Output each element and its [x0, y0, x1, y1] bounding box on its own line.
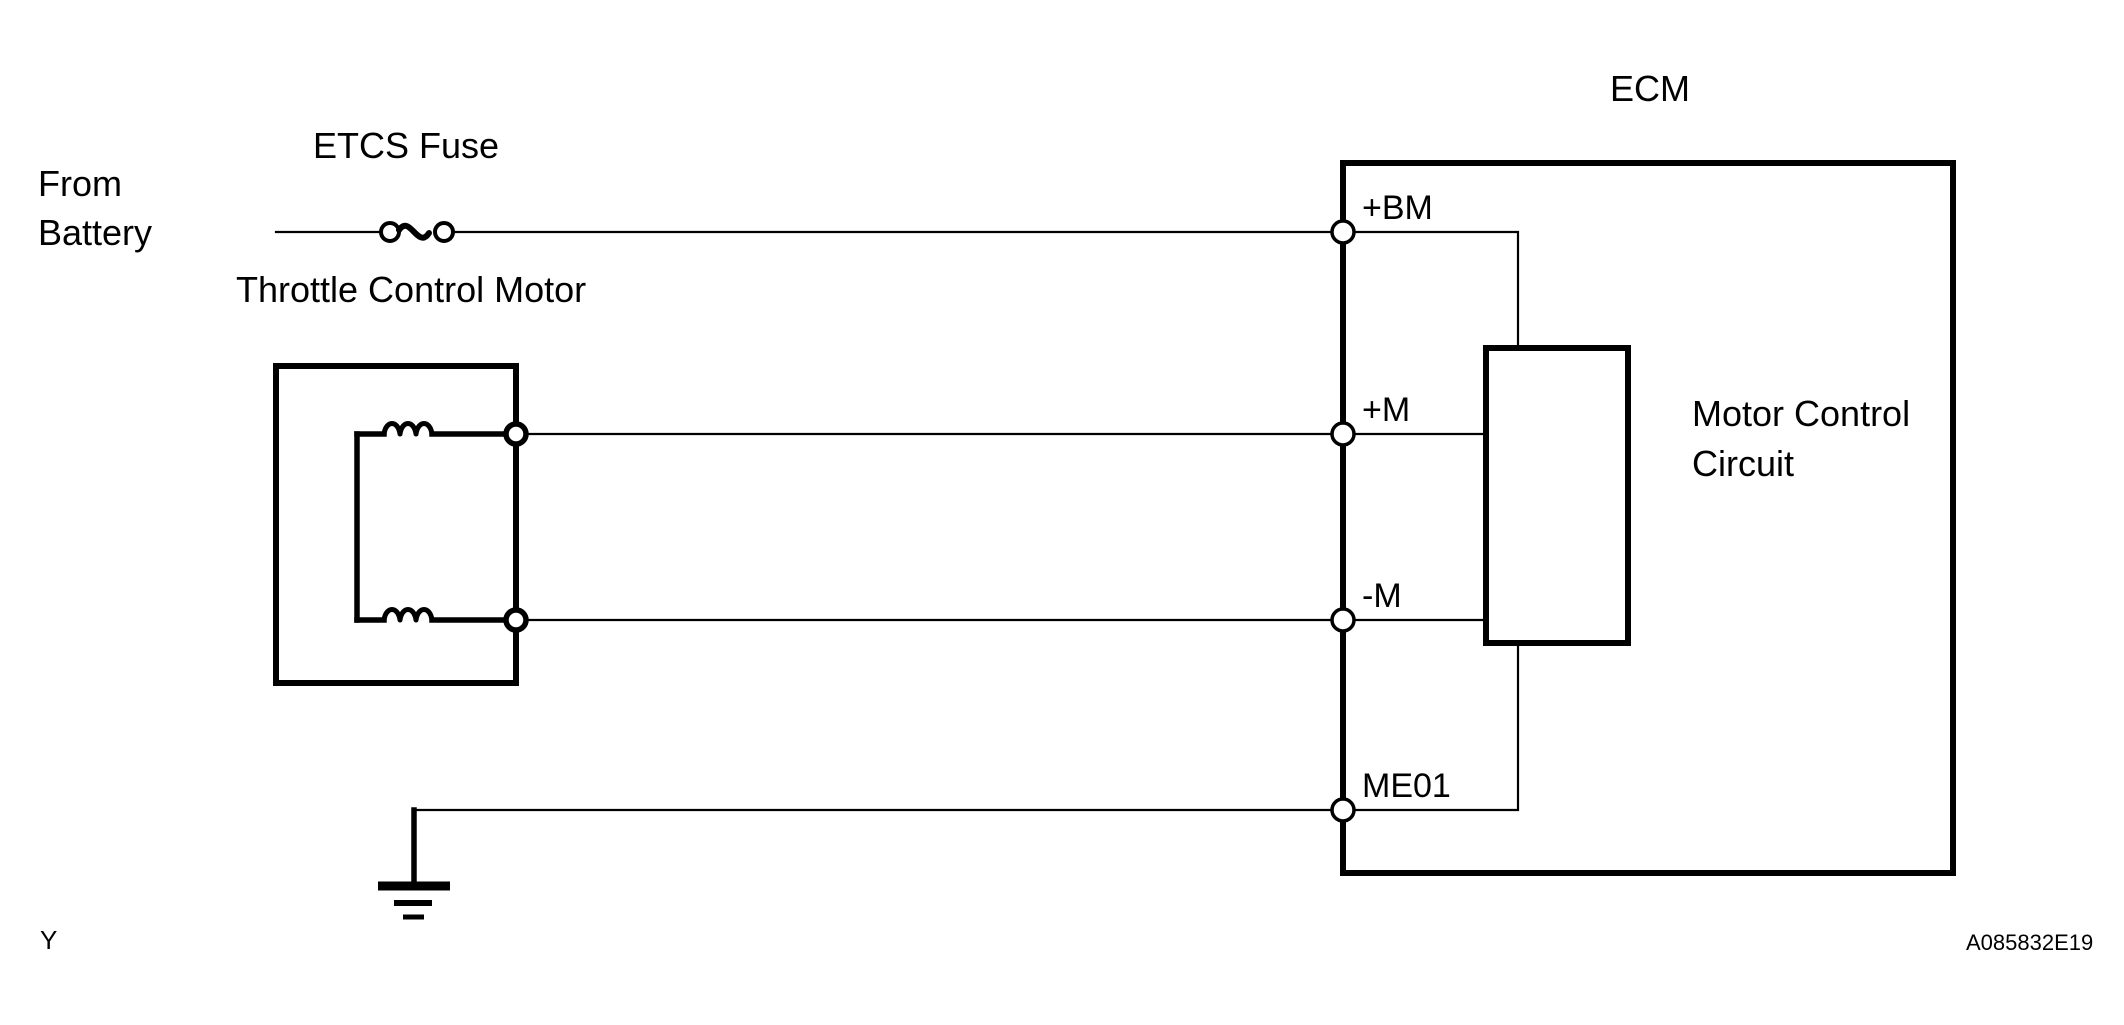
motor-control-circuit-label-line2: Circuit: [1692, 443, 1794, 484]
terminal-label-me01: ME01: [1362, 767, 1451, 805]
terminal-label-minus-m: -M: [1362, 577, 1402, 615]
from-battery-label-line1: From: [38, 163, 122, 204]
ecm-terminal-node-me01: [1330, 797, 1356, 823]
ecm-box: [1340, 160, 1956, 876]
ecm-internal-wire-bm: [1352, 230, 1520, 350]
motor-coil-bottom-icon: [381, 607, 435, 623]
ecm-title: ECM: [1610, 68, 1690, 109]
throttle-control-motor-label: Throttle Control Motor: [236, 269, 586, 310]
footer-left-code: Y: [40, 925, 57, 955]
motor-coil-top-icon: [381, 421, 435, 437]
terminal-label-plus-m: +M: [1362, 391, 1410, 429]
ground-symbol-icon: [378, 881, 450, 920]
ecm-internal-wire-me01: [1352, 641, 1520, 812]
from-battery-label-line2: Battery: [38, 212, 152, 253]
etcs-fuse-label: ETCS Fuse: [313, 125, 499, 166]
motor-terminal-node-minus-m: [503, 607, 529, 633]
etcs-fuse-icon: [379, 221, 455, 243]
ecm-terminal-node-minus-m: [1330, 607, 1356, 633]
motor-control-circuit-label-line1: Motor Control: [1692, 393, 1910, 434]
terminal-label-bm: +BM: [1362, 189, 1433, 227]
throttle-control-motor-box: [273, 363, 519, 686]
ecm-terminal-node-plus-m: [1330, 421, 1356, 447]
motor-terminal-node-plus-m: [503, 421, 529, 447]
footer-right-code: A085832E19: [1966, 930, 2093, 955]
ecm-terminal-node-bm: [1330, 219, 1356, 245]
motor-control-circuit-box: [1483, 345, 1631, 646]
